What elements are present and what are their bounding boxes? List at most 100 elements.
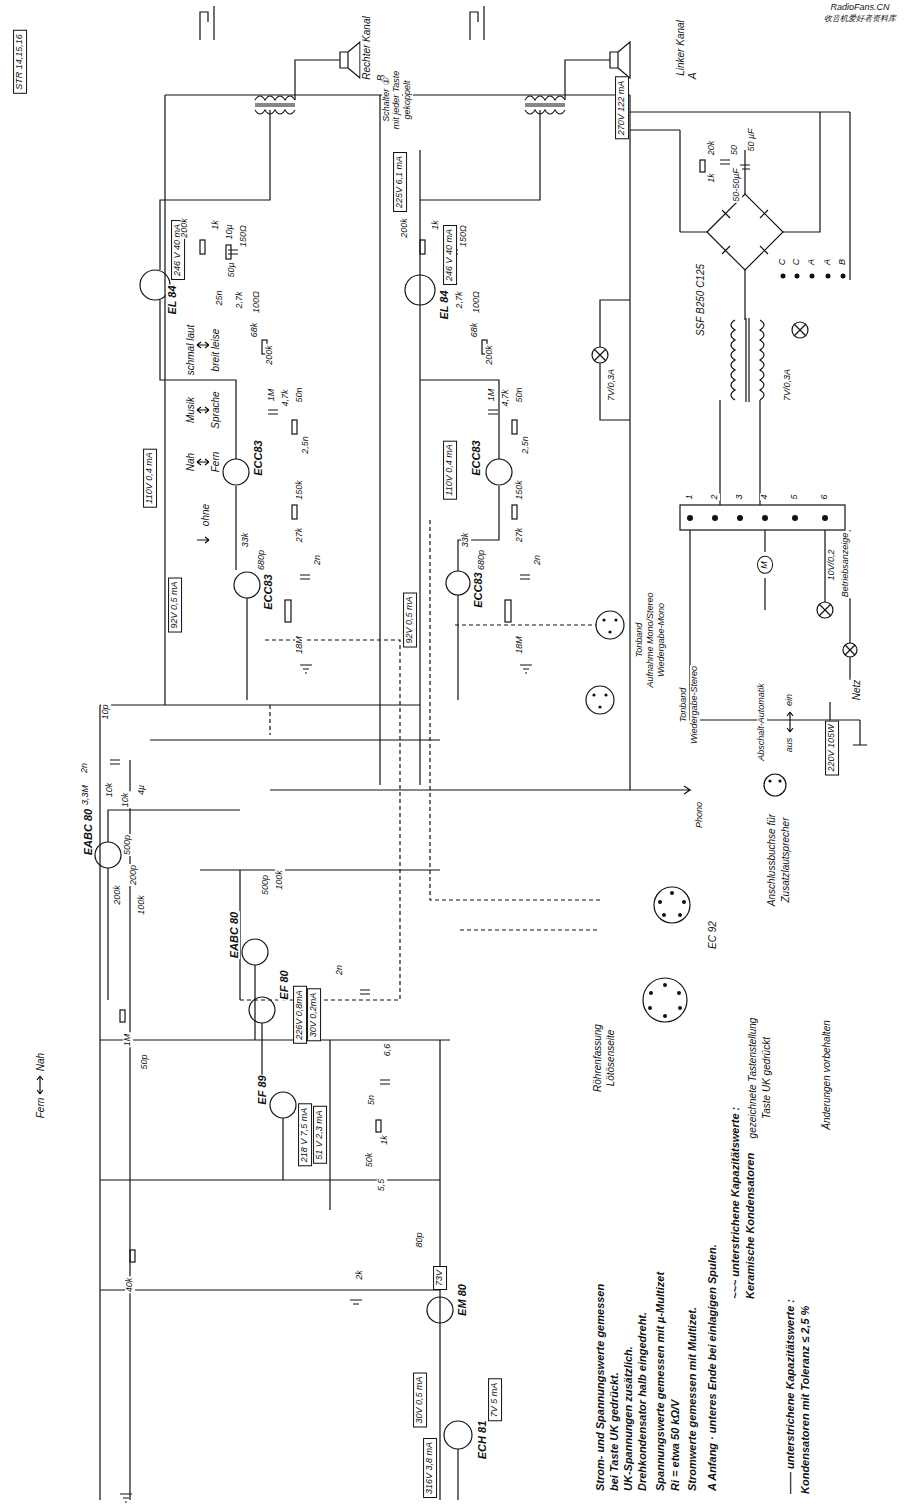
schematic-label: UK-Spannungen zusätzlich. (622, 1345, 634, 1492)
potentiometer-symbol (285, 600, 291, 622)
schematic-label: 1M (487, 388, 497, 403)
schematic-label: 2n (80, 762, 90, 774)
schematic-label: B (838, 258, 848, 266)
speaker-symbol (340, 42, 630, 78)
schematic-label: Wiedergabe-Mono (657, 602, 667, 678)
terminal-dot (792, 515, 798, 521)
value-box: 73V (433, 1266, 447, 1290)
schematic-label: Netz (851, 679, 862, 702)
schematic-label: 4,7k (501, 388, 511, 407)
value-box: 30V 0,5 mA (413, 1372, 427, 1427)
schematic-label: 50 µF (747, 127, 757, 152)
schematic-label: Aufnahme Mono/Stereo (646, 591, 656, 688)
schematic-label: Keramische Kondensatoren (744, 1152, 756, 1300)
shielded-cable (240, 520, 600, 1000)
schematic-label: mit jeder Taste (392, 70, 402, 131)
value-box: 316V 3,8 mA (423, 1438, 437, 1498)
schematic-label: EC 92 (707, 920, 718, 950)
schematic-label: —— unterstrichene Kapazitätswerte : (784, 1298, 796, 1495)
schematic-label: Wiedergabe-Stereo (690, 665, 700, 745)
schematic-label: 68k (250, 322, 260, 339)
schematic-label: 50-50µF (732, 167, 742, 203)
schematic-label: 150k (515, 479, 525, 501)
schematic-label: 200k (265, 344, 275, 366)
schematic-label: 6,6 (383, 1043, 393, 1058)
box-text: 30V 0,2mA (308, 993, 318, 1038)
schematic-label: Rechter Kanal (361, 15, 372, 80)
schematic-label: EL 84 (166, 284, 178, 315)
box-text: M (759, 561, 769, 569)
terminal-dot (781, 274, 786, 279)
schematic-label: EABC 80 (82, 808, 94, 856)
pin-dot (682, 900, 686, 904)
rectifier-bridge (707, 194, 783, 270)
schematic-label: C (778, 258, 788, 267)
schematic-label: Schalter ① (382, 77, 392, 123)
schematic-label: 4,7k (281, 388, 291, 407)
schematic-label: Zusatzlautsprecher (780, 816, 791, 903)
schematic-label: 40k (125, 1277, 135, 1294)
schematic-label: RadioFans.CN (829, 3, 890, 13)
schematic-label: 200k (400, 217, 410, 239)
pin-dot (678, 913, 682, 917)
schematic-label: 3,3M (81, 784, 91, 806)
value-box: 110V 0,4 mA (443, 440, 457, 499)
value-box: 30V 0,2mA (307, 989, 321, 1042)
schematic-label: 50k (365, 1152, 375, 1169)
schematic-label: 2 (710, 493, 720, 500)
jack-symbol (200, 6, 484, 40)
schematic-label: Tonband (635, 622, 645, 659)
schematic-label: breit leise (210, 328, 221, 373)
schematic-label: 1k (380, 1134, 390, 1146)
schematic-label: 50µ (227, 261, 237, 278)
tube-symbol (242, 939, 268, 965)
tube-symbol (234, 572, 260, 598)
schematic-label: Abschalt-Automatik (757, 682, 767, 762)
resistor-symbol (130, 1250, 135, 1262)
schematic-label: 100Ω (472, 290, 482, 314)
schematic-label: 200k (485, 344, 495, 366)
schematic-label: Drehkondensator halb eingedreht. (636, 1311, 648, 1492)
schematic-label: 5 (790, 493, 800, 500)
box-text: 7V 5 mA (489, 1383, 499, 1418)
pin-dot (658, 900, 662, 904)
schematic-label: 680p (257, 549, 267, 571)
schematic-label: ohne (200, 503, 211, 527)
box-text: 246 V 40 mA (444, 229, 454, 281)
schematic-label: 100k (137, 894, 147, 916)
tube-symbol (444, 1421, 472, 1449)
resistor-symbol (226, 245, 231, 259)
box-text: 30V 0,5 mA (414, 1376, 424, 1423)
terminal-dot (687, 515, 693, 521)
tube-symbol (223, 459, 249, 485)
resistor-symbol (420, 240, 425, 254)
schematic-label: EM 80 (456, 1283, 468, 1317)
schematic-label: ECC83 (470, 439, 482, 476)
lamp-cross (594, 324, 855, 655)
schematic-label: ECC83 (262, 573, 274, 610)
schematic-label: EL 84 (438, 289, 450, 320)
schematic-label: 3 (735, 493, 745, 500)
schematic-label: Anschlussbuchse für (766, 813, 777, 907)
schematic-label: Musik (185, 396, 196, 424)
schematic-label: 50n (295, 386, 305, 403)
value-box: 92V 0,5 mA (168, 577, 182, 632)
schematic-label: 4 (760, 493, 770, 500)
tube-symbol (95, 842, 121, 868)
schematic-label: 18M (295, 635, 305, 655)
schematic-label: A (807, 258, 817, 266)
schematic-label: 收音机爱好者资料库 (823, 15, 897, 24)
schematic-label: Phono (695, 801, 705, 829)
box-text: 226V 0,8mA (294, 990, 304, 1040)
tube-symbol (270, 1092, 296, 1118)
socket-symbol (596, 611, 624, 639)
schematic-label: gekoppelt (403, 79, 413, 120)
schematic-label: 50n (515, 386, 525, 403)
pin-dot (598, 705, 601, 708)
schematic-label: Ri = etwa 50 kΩ/V (669, 1399, 681, 1492)
resistor-symbol (376, 1120, 381, 1132)
box-text: 51 V 2,3 mA (314, 1110, 324, 1160)
schematic-label: Röhrenfassung (592, 1023, 603, 1093)
schematic-label: 5n (367, 1094, 377, 1106)
schematic-label: 1k (431, 219, 441, 231)
